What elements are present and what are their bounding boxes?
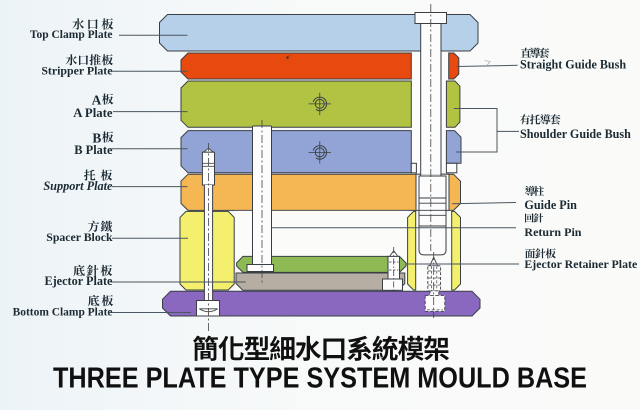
svg-text:Support Plate: Support Plate	[43, 179, 113, 193]
svg-text:A Plate: A Plate	[73, 106, 113, 120]
svg-text:Bottom Clamp Plate: Bottom Clamp Plate	[13, 306, 113, 318]
svg-text:Shoulder Guide Bush: Shoulder Guide Bush	[520, 127, 631, 141]
svg-text:Ejector Plate: Ejector Plate	[44, 274, 113, 288]
svg-text:Ejector Retainer Plate: Ejector Retainer Plate	[524, 257, 637, 271]
svg-text:A: A	[92, 93, 102, 108]
svg-text:Top Clamp Plate: Top Clamp Plate	[30, 29, 113, 41]
svg-text:THREE PLATE TYPE SYSTEM MOULD: THREE PLATE TYPE SYSTEM MOULD BASE	[53, 363, 587, 395]
svg-text:Return Pin: Return Pin	[524, 225, 581, 239]
svg-text:B: B	[92, 131, 101, 146]
svg-text:B Plate: B Plate	[74, 143, 113, 157]
svg-text:Guide Pin: Guide Pin	[524, 198, 577, 212]
svg-text:Straight Guide Bush: Straight Guide Bush	[520, 58, 626, 72]
svg-text:Stripper Plate: Stripper Plate	[41, 64, 112, 78]
svg-text:Spacer Block: Spacer Block	[46, 230, 113, 244]
